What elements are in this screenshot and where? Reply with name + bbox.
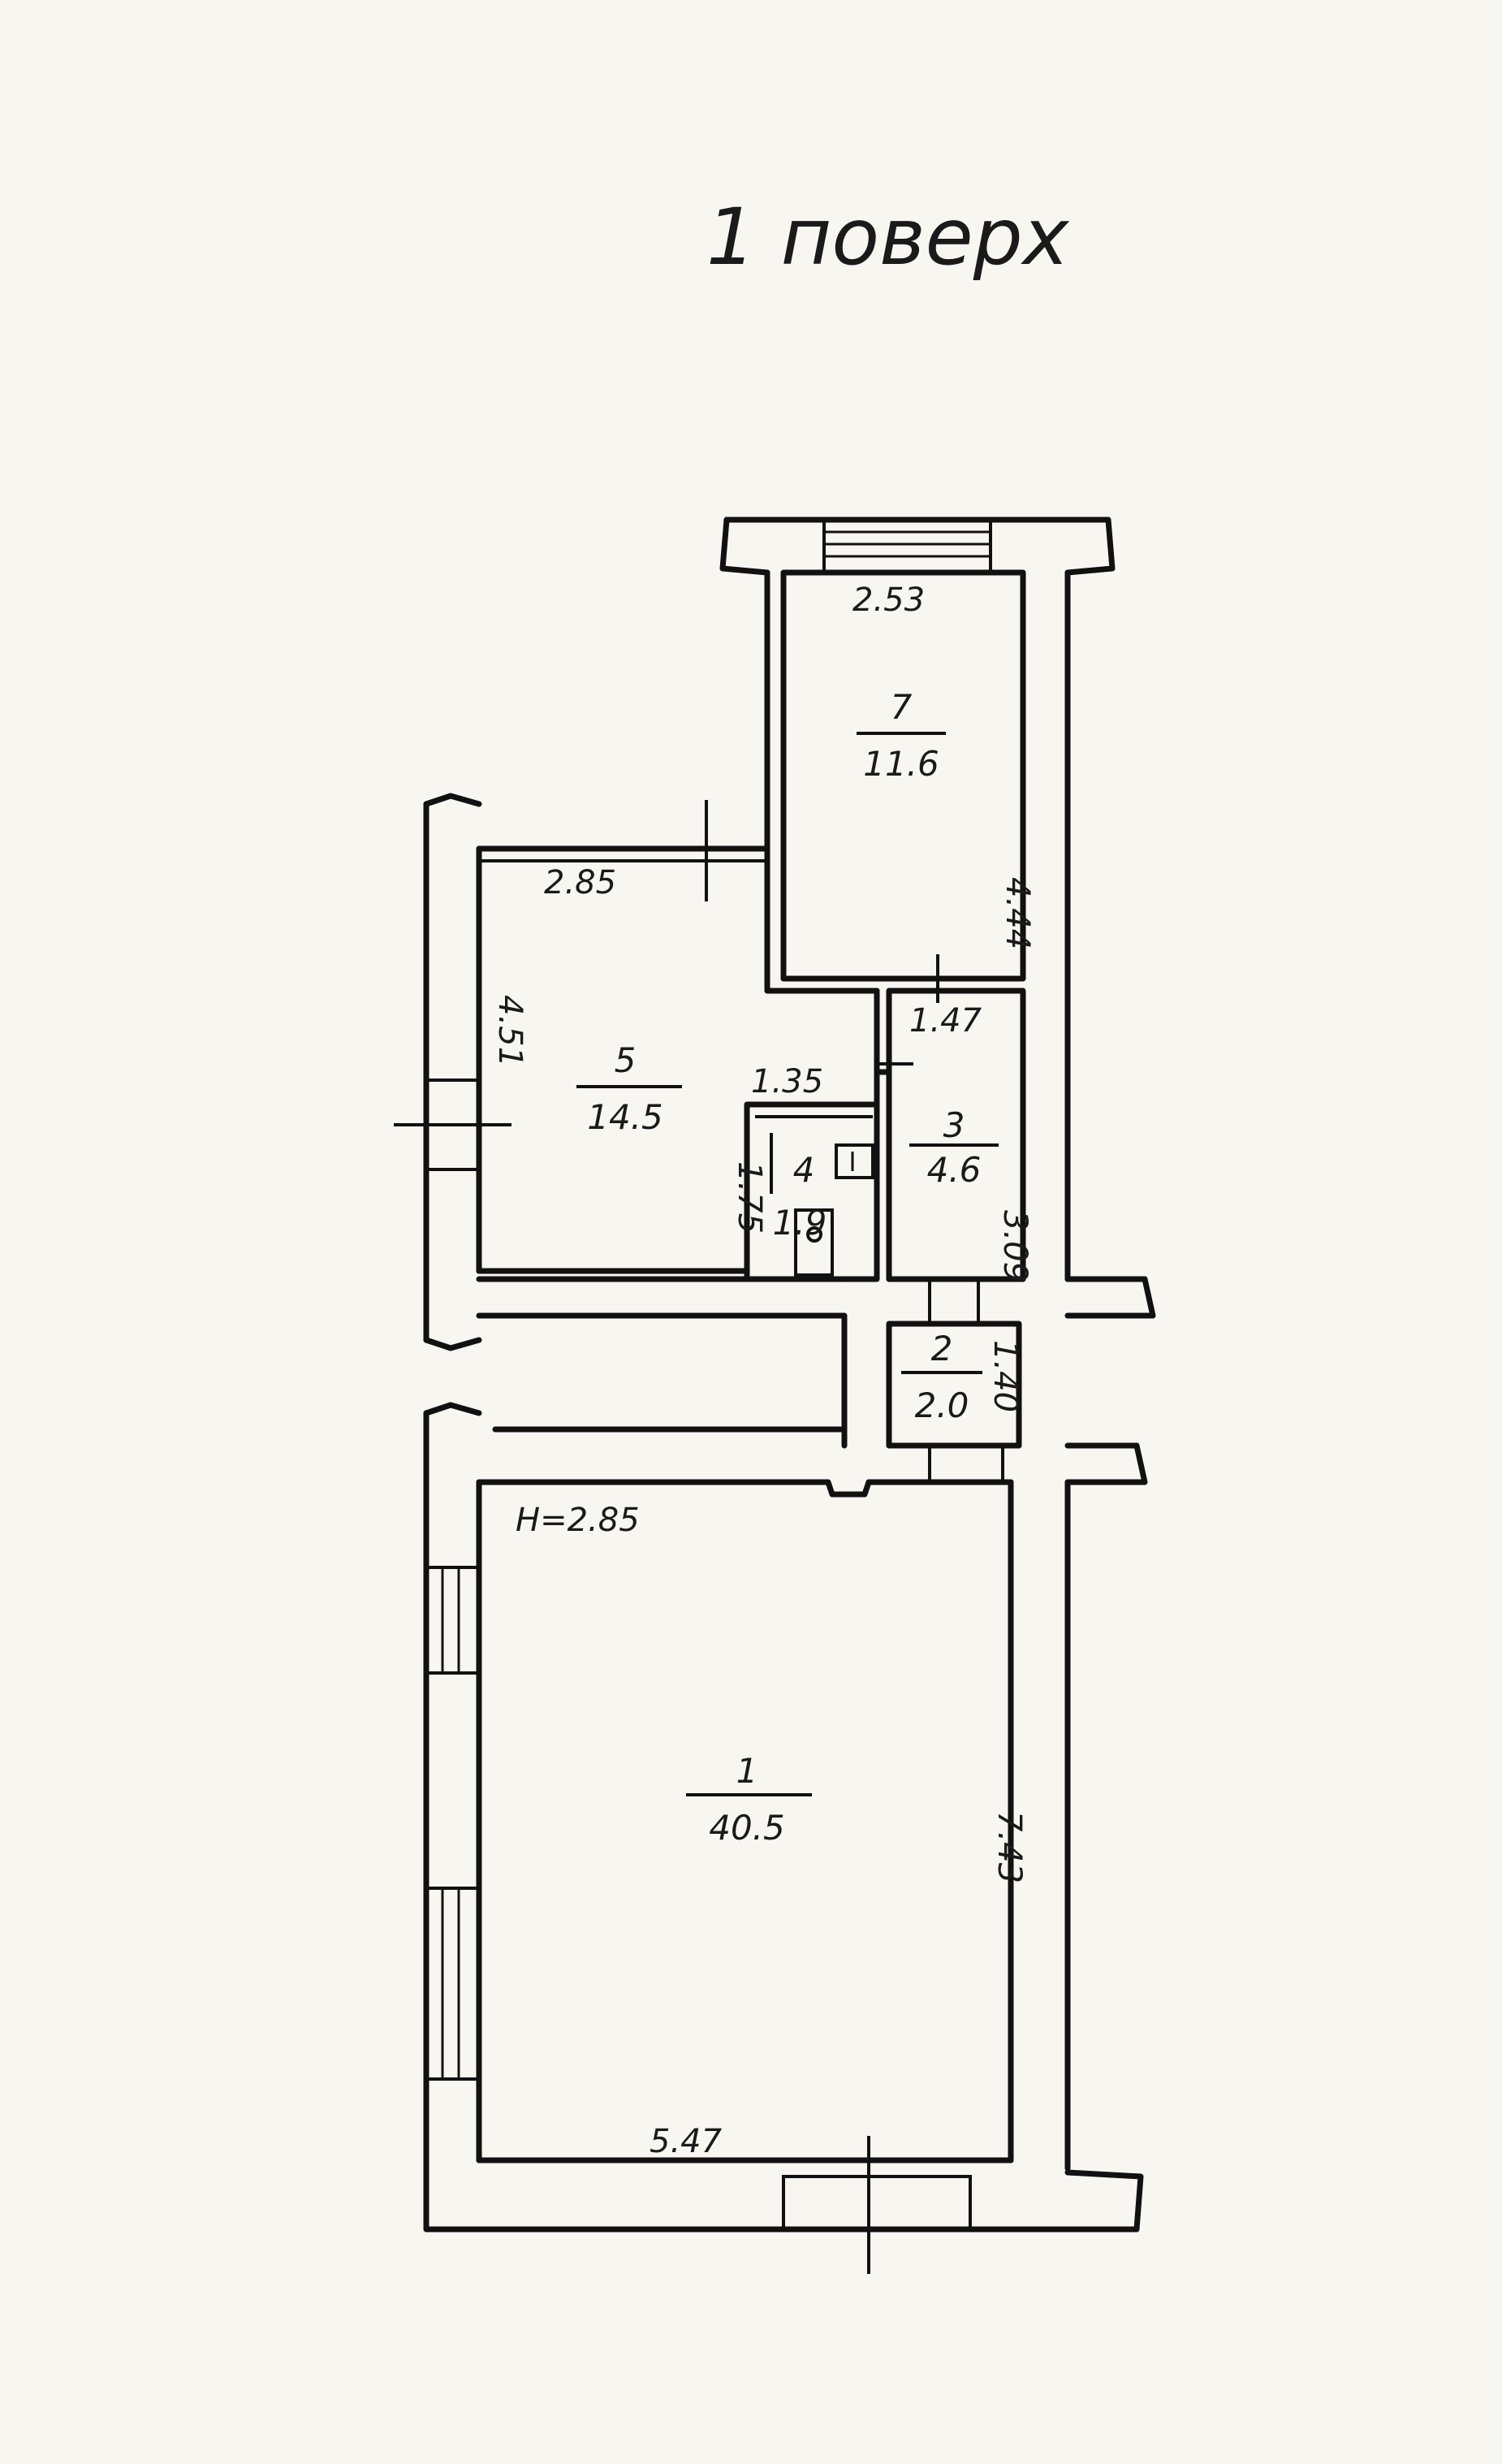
floor-title: 1 поверх <box>706 192 1070 283</box>
svg-text:4: 4 <box>793 1150 815 1190</box>
dim-room7-length: 4.44 <box>999 877 1036 949</box>
dim-room5-length: 4.51 <box>491 995 529 1067</box>
room-4-walls <box>744 1101 880 1282</box>
window-room1-lower <box>425 1887 481 2081</box>
svg-text:3: 3 <box>943 1105 965 1145</box>
room-2-label: 2 2.0 <box>901 1329 982 1425</box>
room-4-label: 4 1.9 <box>773 1150 827 1243</box>
window-top <box>822 518 992 574</box>
dim-room2-length: 1.40 <box>986 1340 1024 1412</box>
room-3-label: 3 4.6 <box>909 1105 999 1190</box>
dim-room5-width: 2.85 <box>544 864 616 901</box>
svg-text:1: 1 <box>736 1751 758 1791</box>
dim-room4-length: 1.75 <box>731 1161 768 1234</box>
svg-text:2: 2 <box>931 1329 953 1368</box>
room-1-label: 1 40.5 <box>686 1751 812 1848</box>
room-7-walls <box>719 517 1116 1282</box>
dim-room3-length: 3.09 <box>996 1210 1034 1282</box>
toilet-fixture <box>794 1208 834 1277</box>
svg-text:14.5: 14.5 <box>587 1097 663 1137</box>
window-room1-upper <box>425 1566 481 1675</box>
dim-room7-width: 2.53 <box>852 581 925 619</box>
sink-fixture <box>835 1143 874 1179</box>
dim-height: H=2.85 <box>516 1502 640 1539</box>
svg-text:2.0: 2.0 <box>915 1385 969 1425</box>
room-5-label: 5 14.5 <box>576 1040 682 1137</box>
svg-text:7: 7 <box>891 687 913 727</box>
svg-text:1.9: 1.9 <box>773 1203 827 1243</box>
room-1-walls <box>423 1410 1144 2274</box>
room-3-walls <box>877 988 1026 1282</box>
svg-text:4.6: 4.6 <box>927 1150 982 1190</box>
dim-room1-width: 5.47 <box>650 2123 723 2160</box>
entrance-door <box>782 2175 972 2231</box>
dim-room3-width: 1.47 <box>909 1002 982 1040</box>
dim-room1-length: 7.43 <box>991 1811 1028 1883</box>
room-7-label: 7 11.6 <box>857 687 946 784</box>
svg-text:11.6: 11.6 <box>863 744 939 784</box>
svg-text:40.5: 40.5 <box>709 1808 785 1848</box>
dim-room4-width: 1.35 <box>751 1063 823 1100</box>
corridor-walls <box>423 1276 1156 2172</box>
svg-text:5: 5 <box>615 1040 637 1080</box>
